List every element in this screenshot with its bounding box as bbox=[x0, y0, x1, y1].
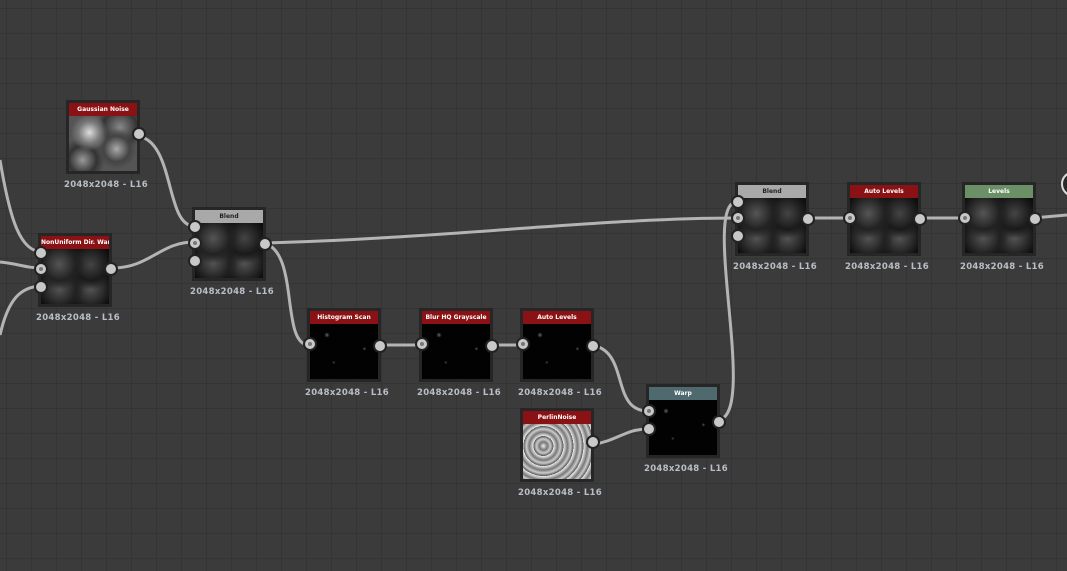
node-warp[interactable]: Warp 2048x2048 - L16 bbox=[642, 384, 728, 474]
input-port[interactable] bbox=[731, 195, 745, 209]
input-port[interactable] bbox=[303, 337, 317, 351]
node-blend1[interactable]: Blend 2048x2048 - L16 bbox=[188, 207, 274, 297]
node-resolution-label: 2048x2048 - L16 bbox=[305, 388, 389, 398]
input-port[interactable] bbox=[34, 262, 48, 276]
node-autolevels1[interactable]: Auto Levels 2048x2048 - L16 bbox=[516, 308, 602, 398]
node-preview-thumbnail bbox=[649, 400, 717, 455]
input-port[interactable] bbox=[642, 404, 656, 418]
wire bbox=[590, 343, 649, 413]
node-title: Blend bbox=[738, 185, 806, 198]
output-port[interactable] bbox=[373, 339, 387, 353]
wire bbox=[716, 200, 738, 422]
node-title: Blur HQ Grayscale bbox=[422, 311, 490, 324]
input-port[interactable] bbox=[188, 236, 202, 250]
node-title: Gaussian Noise bbox=[69, 103, 137, 116]
input-port[interactable] bbox=[843, 211, 857, 225]
node-title: PerlinNoise bbox=[523, 411, 591, 424]
node-nonuniform[interactable]: NonUniform Dir. Warp ... 2048x2048 - L16 bbox=[34, 233, 120, 323]
input-port[interactable] bbox=[188, 220, 202, 234]
node-resolution-label: 2048x2048 - L16 bbox=[36, 313, 120, 323]
wire bbox=[111, 240, 195, 270]
input-port[interactable] bbox=[516, 337, 530, 351]
node-levels[interactable]: Levels 2048x2048 - L16 bbox=[958, 182, 1044, 272]
node-preview-thumbnail bbox=[965, 198, 1033, 253]
node-preview-thumbnail bbox=[310, 324, 378, 379]
node-preview-thumbnail bbox=[195, 223, 263, 278]
output-port[interactable] bbox=[132, 127, 146, 141]
input-port[interactable] bbox=[34, 280, 48, 294]
output-port[interactable] bbox=[258, 237, 272, 251]
node-preview-thumbnail bbox=[523, 424, 591, 479]
wire bbox=[262, 241, 310, 347]
node-title: Blend bbox=[195, 210, 263, 223]
input-port[interactable] bbox=[642, 422, 656, 436]
wire bbox=[0, 284, 44, 336]
node-resolution-label: 2048x2048 - L16 bbox=[845, 262, 929, 272]
node-preview-thumbnail bbox=[69, 116, 137, 171]
node-resolution-label: 2048x2048 - L16 bbox=[190, 287, 274, 297]
node-preview-thumbnail bbox=[41, 249, 109, 304]
input-port[interactable] bbox=[188, 254, 202, 268]
node-resolution-label: 2048x2048 - L16 bbox=[960, 262, 1044, 272]
node-resolution-label: 2048x2048 - L16 bbox=[518, 388, 602, 398]
input-port[interactable] bbox=[34, 246, 48, 260]
node-preview-thumbnail bbox=[850, 198, 918, 253]
node-resolution-label: 2048x2048 - L16 bbox=[64, 180, 148, 190]
output-port[interactable] bbox=[1028, 212, 1042, 226]
wire bbox=[262, 216, 738, 245]
wire bbox=[136, 134, 195, 228]
node-title: Warp bbox=[649, 387, 717, 400]
node-blurhq[interactable]: Blur HQ Grayscale 2048x2048 - L16 bbox=[415, 308, 501, 398]
input-port[interactable] bbox=[415, 337, 429, 351]
node-title: Histogram Scan bbox=[310, 311, 378, 324]
output-port[interactable] bbox=[104, 262, 118, 276]
input-port[interactable] bbox=[731, 229, 745, 243]
node-preview-thumbnail bbox=[523, 324, 591, 379]
node-resolution-label: 2048x2048 - L16 bbox=[733, 262, 817, 272]
output-port[interactable] bbox=[586, 339, 600, 353]
node-preview-thumbnail bbox=[422, 324, 490, 379]
output-port[interactable] bbox=[712, 415, 726, 429]
output-port[interactable] bbox=[586, 435, 600, 449]
node-title: Auto Levels bbox=[850, 185, 918, 198]
node-resolution-label: 2048x2048 - L16 bbox=[644, 464, 728, 474]
node-title: Levels bbox=[965, 185, 1033, 198]
node-autolevels2[interactable]: Auto Levels 2048x2048 - L16 bbox=[843, 182, 929, 272]
node-gaussian[interactable]: Gaussian Noise 2048x2048 - L16 bbox=[64, 100, 148, 190]
node-title: Auto Levels bbox=[523, 311, 591, 324]
node-title: NonUniform Dir. Warp ... bbox=[41, 236, 109, 249]
output-port[interactable] bbox=[913, 212, 927, 226]
node-blend2[interactable]: Blend 2048x2048 - L16 bbox=[731, 182, 817, 272]
node-resolution-label: 2048x2048 - L16 bbox=[417, 388, 501, 398]
input-port[interactable] bbox=[731, 211, 745, 225]
input-port[interactable] bbox=[958, 211, 972, 225]
output-port[interactable] bbox=[801, 212, 815, 226]
node-resolution-label: 2048x2048 - L16 bbox=[518, 488, 602, 498]
wire bbox=[0, 159, 44, 254]
node-preview-thumbnail bbox=[738, 198, 806, 253]
node-histogram[interactable]: Histogram Scan 2048x2048 - L16 bbox=[303, 308, 389, 398]
node-perlin[interactable]: PerlinNoise 2048x2048 - L16 bbox=[518, 408, 602, 498]
output-port[interactable] bbox=[485, 339, 499, 353]
